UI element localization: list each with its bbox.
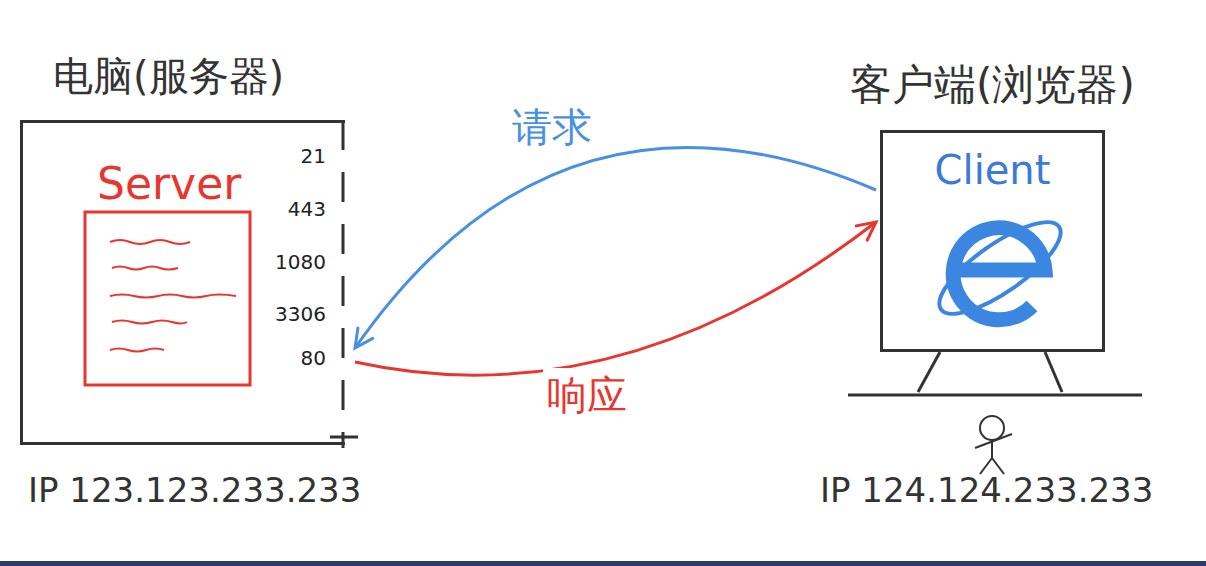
port-number: 1080 xyxy=(272,250,326,274)
ip-address: IP 123.123.233.233 xyxy=(28,470,361,510)
port-number: 3306 xyxy=(272,302,326,326)
edge-label: 响应 xyxy=(543,368,631,423)
user-figure xyxy=(975,416,1012,474)
port-number: 21 xyxy=(292,144,326,168)
edge-tick xyxy=(330,436,358,439)
client-title: Client xyxy=(935,147,1051,193)
connector-line xyxy=(355,222,876,375)
browser-logo xyxy=(927,207,1072,329)
edge-label: 请求 xyxy=(508,100,596,155)
response-arrow xyxy=(355,222,876,375)
node-heading: 电脑(服务器) xyxy=(53,49,284,104)
server-program: Server xyxy=(83,158,258,393)
program-title: Server xyxy=(97,158,241,209)
node-heading: 客户端(浏览器) xyxy=(850,57,1135,113)
arrow-head xyxy=(856,222,876,240)
port-number: 443 xyxy=(282,197,326,221)
code-lines xyxy=(110,240,236,352)
program-box xyxy=(85,212,250,385)
client-monitor: 客户端(浏览器)Client xyxy=(880,130,1105,352)
port-number: 80 xyxy=(292,346,326,370)
port-edge xyxy=(342,120,345,448)
monitor-stand xyxy=(848,352,1142,395)
ip-address: IP 124.124.233.233 xyxy=(820,470,1153,510)
arrow-head xyxy=(355,328,373,348)
request-arrow xyxy=(355,147,876,348)
connector-line xyxy=(355,147,876,348)
server-computer: 电脑(服务器)Server xyxy=(20,120,345,445)
bottom-bar xyxy=(0,561,1206,566)
